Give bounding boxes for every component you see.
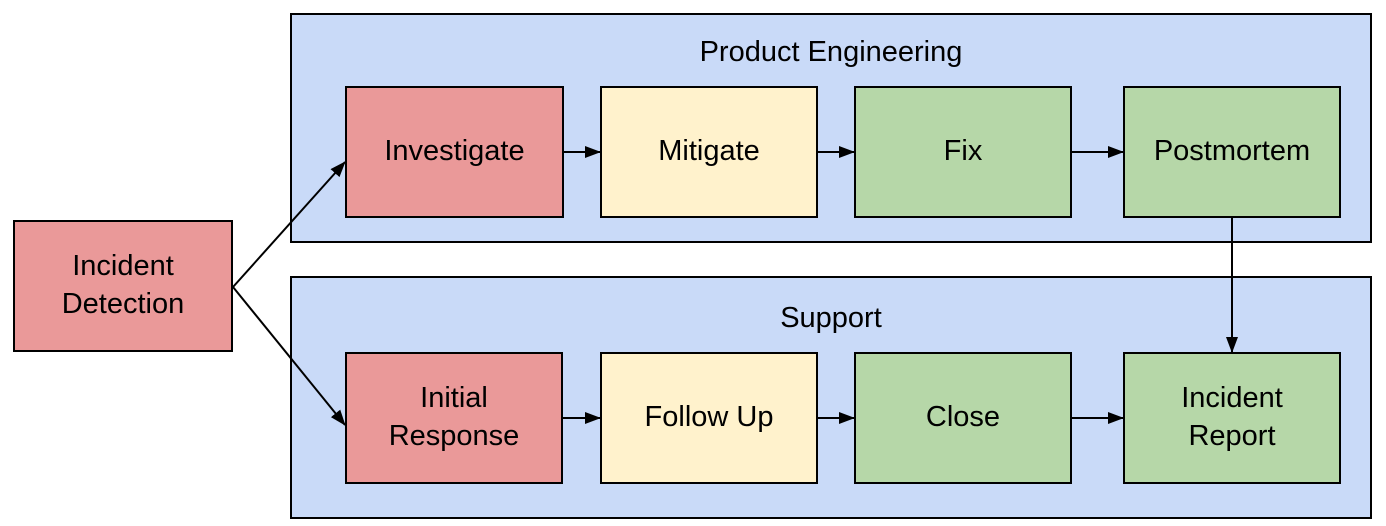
lane-support: Support Initial Response Follow Up Close… bbox=[290, 276, 1372, 519]
node-label: Follow Up bbox=[644, 401, 774, 434]
node-mitigate[interactable]: Mitigate bbox=[600, 86, 818, 218]
node-label: Postmortem bbox=[1153, 135, 1311, 168]
node-label: Initial Response bbox=[388, 382, 520, 452]
node-fix[interactable]: Fix bbox=[854, 86, 1072, 218]
node-label: Incident Report bbox=[1181, 382, 1283, 452]
node-label: Investigate bbox=[384, 135, 525, 168]
lane-product-engineering: Product Engineering Investigate Mitigate… bbox=[290, 13, 1372, 243]
node-label: Mitigate bbox=[658, 135, 760, 168]
node-label: Close bbox=[925, 401, 1001, 434]
lane-title-support: Support bbox=[780, 302, 882, 334]
node-incident-report[interactable]: Incident Report bbox=[1123, 352, 1341, 484]
node-label: Incident Detection bbox=[61, 250, 185, 320]
node-incident-detection[interactable]: Incident Detection bbox=[13, 220, 233, 352]
node-initial-response[interactable]: Initial Response bbox=[345, 352, 563, 484]
lane-title-product-engineering: Product Engineering bbox=[699, 36, 963, 68]
node-postmortem[interactable]: Postmortem bbox=[1123, 86, 1341, 218]
node-label: Fix bbox=[943, 135, 983, 168]
node-follow-up[interactable]: Follow Up bbox=[600, 352, 818, 484]
node-close[interactable]: Close bbox=[854, 352, 1072, 484]
node-investigate[interactable]: Investigate bbox=[345, 86, 564, 218]
